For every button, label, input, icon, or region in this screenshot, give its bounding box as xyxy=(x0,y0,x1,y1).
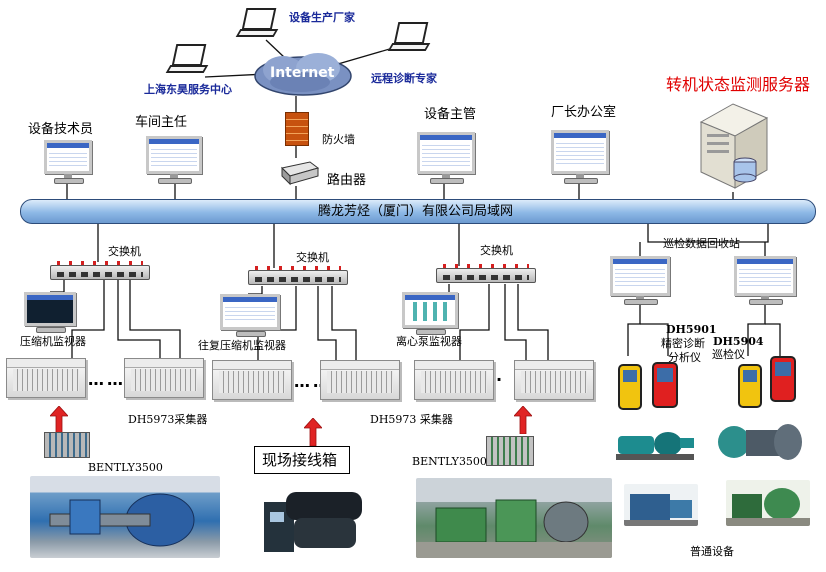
handheld-collector-icon xyxy=(738,364,762,408)
link-manufacturer xyxy=(265,39,286,59)
network-switch-icon xyxy=(436,264,536,283)
collector-rack-icon xyxy=(320,360,400,400)
switch1-label: 交换机 xyxy=(108,245,141,258)
switch3-label: 交换机 xyxy=(480,244,513,257)
centrifugal-monitor-label: 离心泵监视器 xyxy=(396,335,462,348)
field-box xyxy=(254,446,350,474)
collector-rack-icon xyxy=(212,360,292,400)
up-arrow-icon xyxy=(514,406,532,434)
chiller-photo xyxy=(256,484,370,558)
handheld-analyzer-icon xyxy=(652,362,678,408)
firewall-icon xyxy=(285,112,309,146)
ellipsis-dots: …… xyxy=(88,370,126,389)
shanghai-service-label: 上海东昊服务中心 xyxy=(144,83,232,96)
monitor-icon xyxy=(44,140,92,184)
network-switch-icon xyxy=(50,261,150,280)
remote-expert-label: 远程诊断专家 xyxy=(371,72,437,85)
collector-right-label: DH5973 采集器 xyxy=(370,413,453,426)
handheld-collector-icon xyxy=(770,356,796,402)
up-arrow-icon xyxy=(50,406,68,434)
collector-rack-icon xyxy=(414,360,494,400)
collector-left-label: DH5973采集器 xyxy=(128,413,208,426)
pump-photo xyxy=(614,424,698,464)
server-title: 转机状态监测服务器 xyxy=(666,75,811,94)
collector-rack-icon xyxy=(124,358,204,398)
monitor-icon xyxy=(417,132,475,184)
handheld-analyzer-icon xyxy=(618,364,642,410)
dh5904-model-label: DH5904 xyxy=(713,335,764,348)
laptop-icon xyxy=(387,22,432,56)
ordinary-equipment-label: 普通设备 xyxy=(690,545,734,558)
internet-label: Internet xyxy=(270,65,335,81)
monitor-icon xyxy=(551,130,609,184)
bently-module-icon xyxy=(486,436,534,466)
dh5904-desc-line1: 巡检仪 xyxy=(712,348,745,361)
monitor-icon xyxy=(146,136,202,184)
laptop-icon xyxy=(165,44,210,78)
bently-right-label: BENTLY3500 xyxy=(412,455,487,468)
server-icon xyxy=(699,103,769,189)
dh5901-desc-line2: 分析仪 xyxy=(668,351,701,364)
station-tech-label: 设备技术员 xyxy=(28,122,94,137)
lan-bus xyxy=(20,199,816,224)
pump-unit-photo xyxy=(624,484,698,526)
station-director-label: 厂长办公室 xyxy=(551,105,617,120)
collector-rack-icon xyxy=(6,358,86,398)
laptop-icon xyxy=(235,8,280,42)
compressor-monitor-label: 压缩机监视器 xyxy=(20,335,86,348)
dh5901-desc-line1: 精密诊断 xyxy=(661,337,705,350)
cloud-icon xyxy=(254,53,352,96)
bently-left-label: BENTLY3500 xyxy=(88,461,163,474)
router-label: 路由器 xyxy=(327,173,367,188)
firewall-label: 防火墙 xyxy=(322,133,355,146)
monitor-icon xyxy=(734,256,796,305)
link-lan-inspection xyxy=(647,224,769,243)
station-manager-label: 设备主管 xyxy=(424,107,477,122)
inspection-station-label: 巡检数据回收站 xyxy=(663,237,740,250)
collector-rack-icon xyxy=(514,360,594,400)
fan-unit-photo xyxy=(726,480,810,526)
switch2-label: 交换机 xyxy=(296,251,329,264)
router-icon xyxy=(280,161,320,186)
pump-station-photo xyxy=(416,478,612,558)
reciprocating-monitor-label: 往复压缩机监视器 xyxy=(198,339,286,352)
monitor-icon xyxy=(402,292,458,336)
compressor-photo xyxy=(30,476,220,558)
bently-module-icon xyxy=(44,432,90,458)
manufacturer-label: 设备生产厂家 xyxy=(289,11,355,24)
up-arrow-icon xyxy=(304,418,322,446)
network-switch-icon xyxy=(248,266,348,285)
link-remote xyxy=(337,47,394,65)
dh5901-model-label: DH5901 xyxy=(666,323,717,336)
field-box-label: 现场接线箱 xyxy=(262,451,338,469)
motor-photo xyxy=(712,420,806,464)
ellipsis-dots: · xyxy=(496,370,506,389)
monitor-icon xyxy=(610,256,670,305)
monitor-icon xyxy=(24,292,76,334)
lan-label: 腾龙芳烃（厦门）有限公司局域网 xyxy=(318,204,514,219)
station-workshop-label: 车间主任 xyxy=(135,115,188,130)
monitor-icon xyxy=(220,294,280,338)
